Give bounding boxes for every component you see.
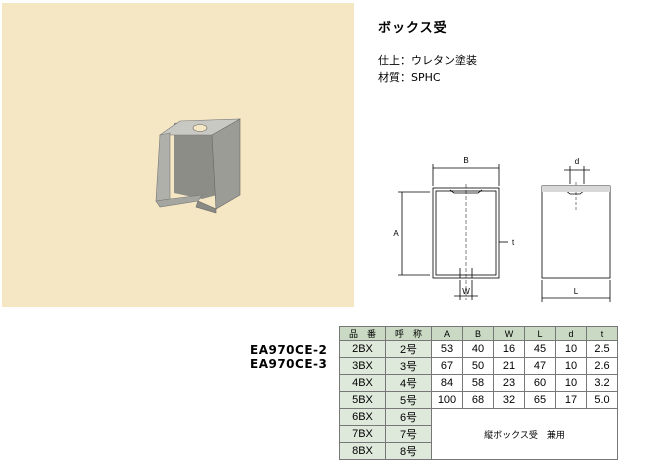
table-header: 呼 称 [385, 326, 432, 341]
table-cell: 8BX [339, 442, 386, 460]
table-cell: 47 [524, 357, 556, 375]
table-cell: 60 [524, 374, 556, 392]
table-cell: 65 [524, 391, 556, 409]
table-cell: 40 [462, 340, 494, 358]
table-header: t [586, 326, 618, 341]
table-row: 2BX 2号 53 40 16 45 10 2.5 [339, 340, 618, 358]
table-cell: 3.2 [586, 374, 618, 392]
product-photo [2, 3, 354, 307]
bracket-bottom-right [195, 200, 217, 214]
table-row: 6BX 6号 縦ボックス受 兼用 [339, 408, 618, 460]
table-cell: 4号 [385, 374, 432, 392]
front-view-diagram [398, 164, 508, 300]
table-row: 4BX 4号 84 58 23 60 10 3.2 [339, 374, 618, 392]
table-row: 8BX 8号 [339, 442, 618, 460]
label-t: t [512, 238, 515, 247]
table-cell: 2BX [339, 340, 386, 358]
table-cell: 17 [555, 391, 587, 409]
table-cell: 10 [555, 357, 587, 375]
label-d: d [575, 157, 579, 166]
table-cell: 7号 [385, 425, 432, 443]
table-cell: 32 [493, 391, 525, 409]
table-cell: 68 [462, 391, 494, 409]
table-cell: 23 [493, 374, 525, 392]
table-cell: 53 [431, 340, 463, 358]
bracket-left-side [155, 132, 171, 202]
table-cell: 45 [524, 340, 556, 358]
table-cell: 5BX [339, 391, 386, 409]
label-L: L [574, 287, 579, 296]
table-cell: 2号 [385, 340, 432, 358]
bracket-hole [192, 124, 208, 132]
table-header: B [462, 326, 494, 341]
table-cell: 5.0 [586, 391, 618, 409]
table-header: W [493, 326, 525, 341]
model-number: EA970CE-3 [250, 357, 328, 371]
table-cell: 3BX [339, 357, 386, 375]
table-cell: 4BX [339, 374, 386, 392]
table-header: L [524, 326, 556, 341]
finish-spec: 仕上：ウレタン塗装 [378, 54, 477, 67]
table-header-row: 品 番 呼 称 A B W L d t [339, 326, 618, 341]
model-numbers: EA970CE-2 EA970CE-3 [250, 343, 327, 371]
label-B: B [463, 156, 468, 165]
table-row: 7BX 7号 [339, 425, 618, 443]
table-cell: 2.6 [586, 357, 618, 375]
table-cell: 50 [462, 357, 494, 375]
table-cell: 67 [431, 357, 463, 375]
table-row: 3BX 3号 67 50 21 47 10 2.6 [339, 357, 618, 375]
table-cell: 6BX [339, 408, 386, 426]
table-cell: 8号 [385, 442, 432, 460]
bracket-right-side [211, 118, 241, 210]
product-title: ボックス受 [378, 21, 448, 36]
table-note: 縦ボックス受 兼用 [431, 408, 618, 460]
table-cell: 100 [431, 391, 463, 409]
table-cell: 6号 [385, 408, 432, 426]
table-cell: 3号 [385, 357, 432, 375]
model-number: EA970CE-2 [250, 343, 328, 357]
label-W: W [462, 287, 470, 296]
table-row: 5BX 5号 100 68 32 65 17 5.0 [339, 391, 618, 409]
table-header: A [431, 326, 463, 341]
material-spec: 材質：SPHC [378, 71, 441, 84]
table-cell: 16 [493, 340, 525, 358]
label-A: A [393, 229, 399, 238]
table-header: d [555, 326, 587, 341]
table-cell: 7BX [339, 425, 386, 443]
spec-table: 品 番 呼 称 A B W L d t 2BX 2号 53 40 16 45 1… [339, 326, 618, 460]
table-cell: 2.5 [586, 340, 618, 358]
table-cell: 10 [555, 374, 587, 392]
table-cell: 21 [493, 357, 525, 375]
table-cell: 5号 [385, 391, 432, 409]
table-cell: 84 [431, 374, 463, 392]
bracket-bottom-left [155, 194, 203, 208]
table-cell: 58 [462, 374, 494, 392]
dimension-diagrams: B A t W d L [393, 156, 611, 302]
table-cell: 10 [555, 340, 587, 358]
table-header: 品 番 [339, 326, 386, 341]
